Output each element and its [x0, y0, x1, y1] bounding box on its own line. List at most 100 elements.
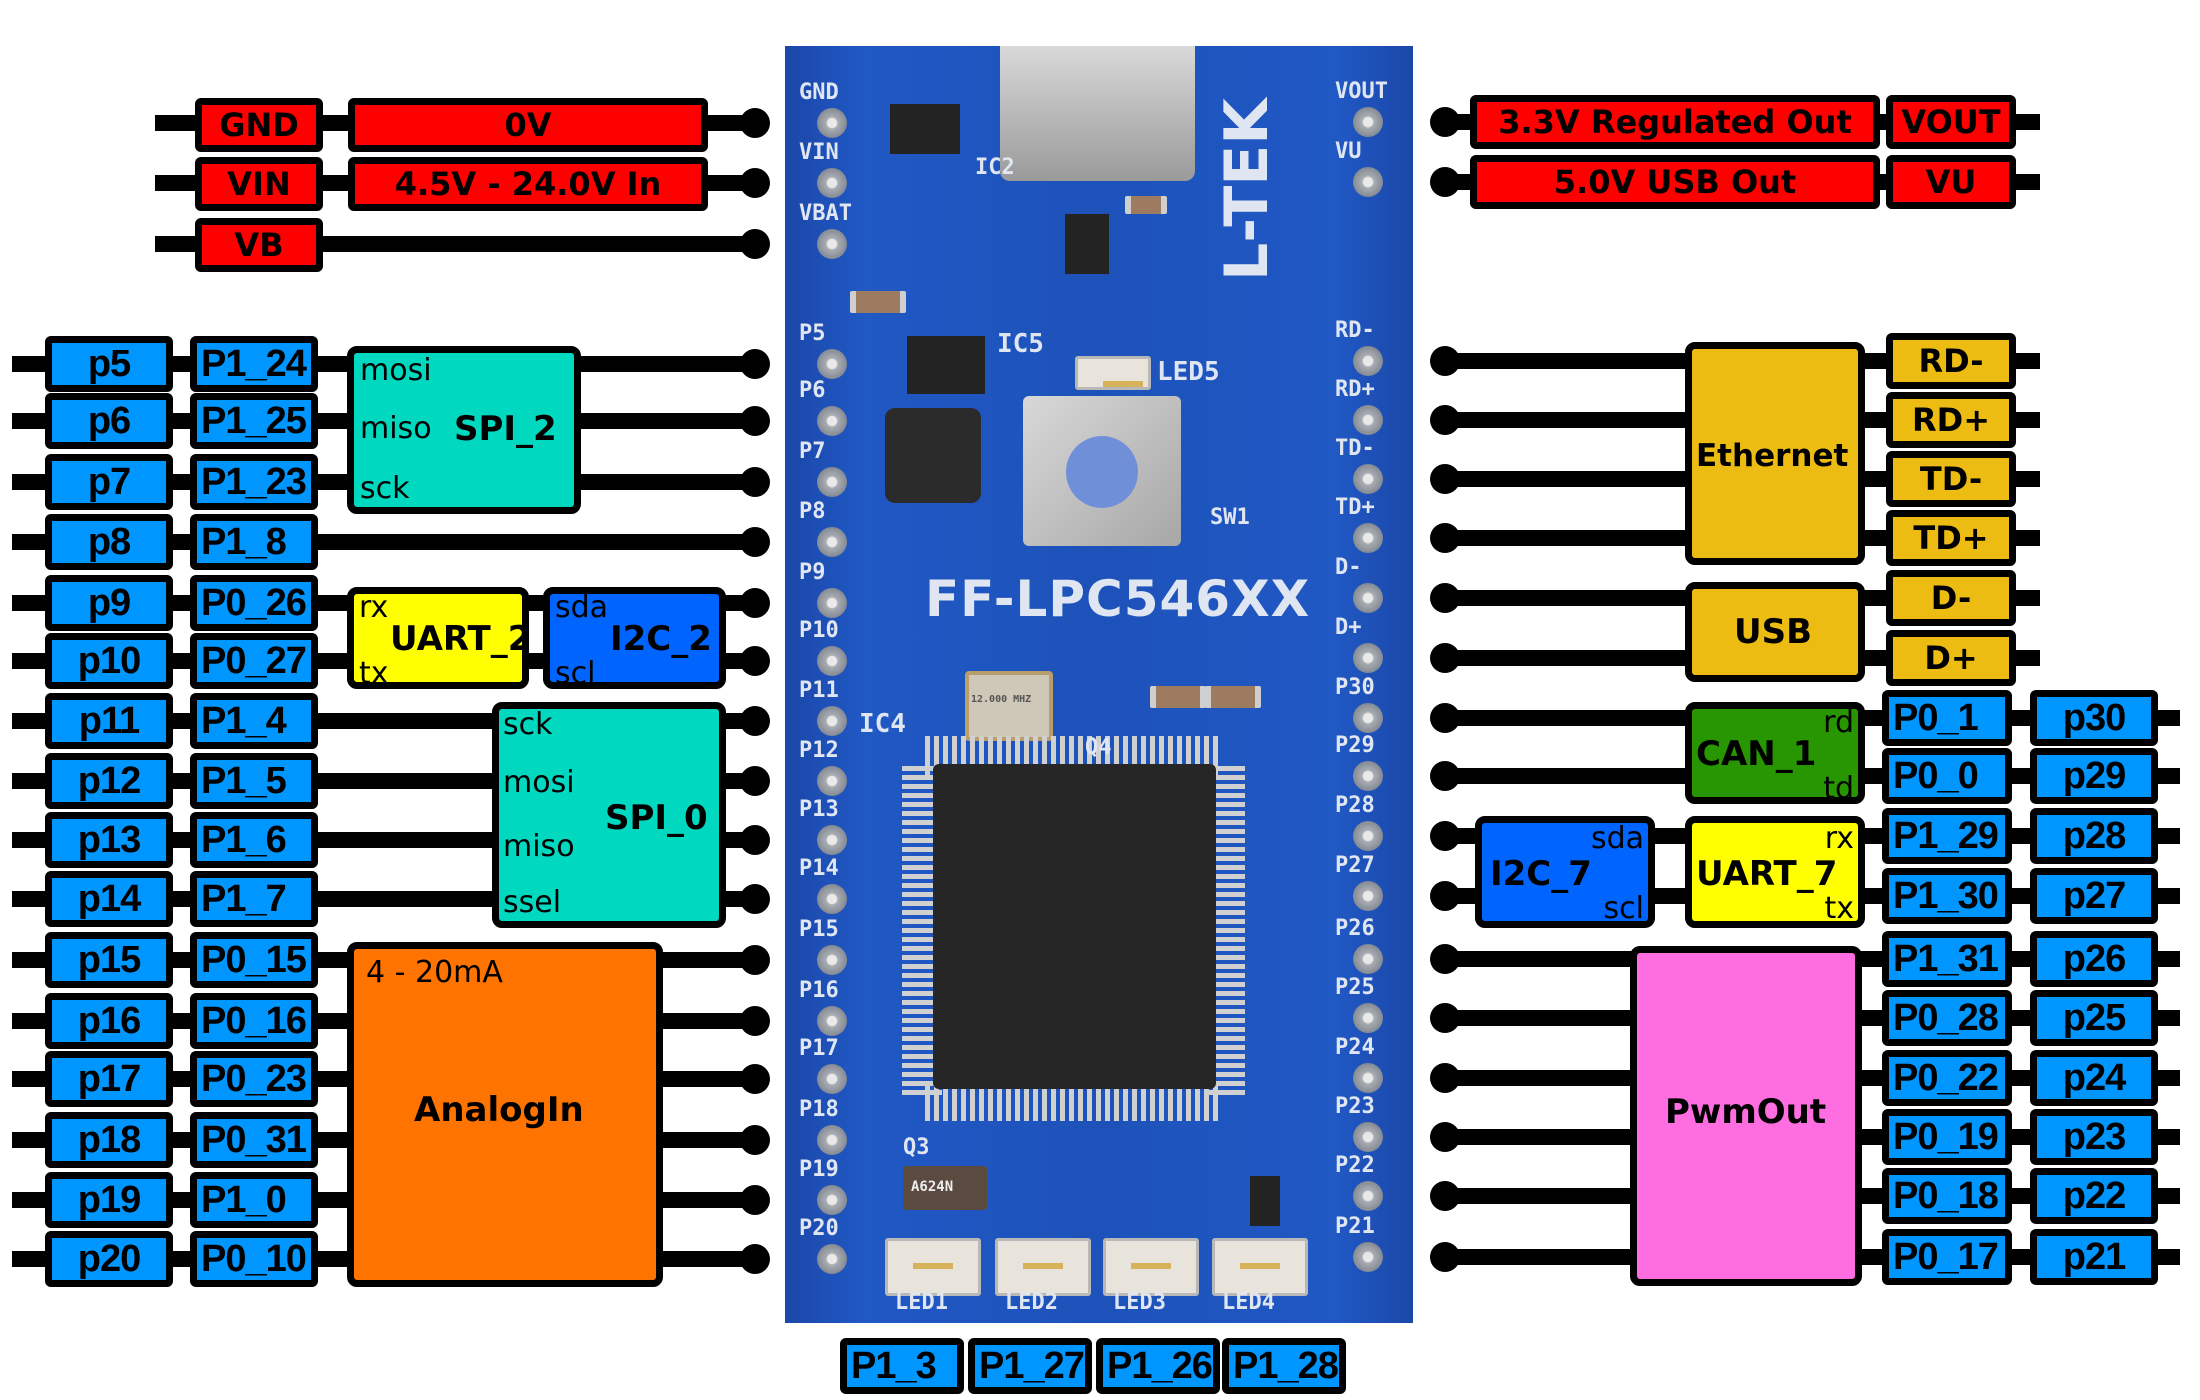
led5-part: [1075, 356, 1151, 390]
silk-pin-label: P14: [799, 856, 839, 881]
mbed-pin-label: p7: [45, 454, 173, 510]
pin-text: p8: [87, 520, 131, 563]
mbed-pin-label: p9: [45, 575, 173, 631]
pin-text: P1_29: [1893, 814, 1999, 857]
silk-pin-label: RD+: [1335, 377, 1375, 402]
pin-text: p21: [2062, 1235, 2126, 1278]
signal-mosi: mosi: [360, 353, 432, 388]
mbed-pin-label: p19: [45, 1172, 173, 1228]
header-pin-dot: [1430, 1181, 1460, 1211]
small-ic: [1250, 1176, 1280, 1226]
header-pin-dot: [1430, 944, 1460, 974]
mbed-pin-label: p11: [45, 693, 173, 749]
pin-text: P0_10: [201, 1237, 307, 1280]
analog-note: 4 - 20mA: [366, 955, 503, 990]
block-i2c7: sda I2C_7 scl: [1475, 816, 1655, 928]
pin-vin: VIN: [195, 157, 323, 211]
pin-text: P0_23: [201, 1057, 307, 1100]
pin-text: p17: [77, 1057, 141, 1100]
mbed-pin-label: p24: [2030, 1050, 2158, 1106]
header-pin-dot: [740, 706, 770, 736]
header-pin-dot: [740, 406, 770, 436]
mbed-pin-label: p5: [45, 336, 173, 392]
pin-vout: VOUT: [1886, 95, 2016, 149]
port-pin-label: P0_15: [190, 932, 318, 988]
header-pin-dot: [1430, 703, 1460, 733]
desc-0v: 0V: [348, 98, 708, 152]
block-uart2: rx UART_2 tx: [347, 587, 532, 690]
silk-q4: Q4: [1085, 735, 1112, 760]
header-pin-dot: [740, 168, 770, 198]
led-port-label: P1_26: [1096, 1338, 1220, 1394]
crystal-q3: [903, 1166, 987, 1210]
mbed-pin-label: p16: [45, 993, 173, 1049]
pin-text: p15: [77, 938, 141, 981]
mbed-pin-label: p10: [45, 633, 173, 689]
led1-part: [885, 1238, 981, 1296]
pin-vb: VB: [195, 218, 323, 272]
silk-pin-label: VIN: [799, 140, 839, 165]
pin-text: p28: [2062, 814, 2126, 857]
header-hole: [1353, 944, 1383, 974]
silk-pin-label: P10: [799, 618, 839, 643]
port-pin-label: P1_4: [190, 693, 318, 749]
pin-text: P0_27: [201, 639, 307, 682]
header-hole: [817, 108, 847, 138]
pin-text: P1_8: [201, 520, 287, 563]
silk-pin-label: D+: [1335, 615, 1362, 640]
silk-pin-label: VBAT: [799, 201, 852, 226]
signal-sda: sda: [1590, 821, 1644, 856]
port-pin-label: P1_29: [1882, 808, 2012, 864]
silk-pin-label: P28: [1335, 793, 1375, 818]
pin-text: p11: [78, 699, 140, 742]
silk-pin-label: P27: [1335, 853, 1375, 878]
transistor: [1065, 214, 1109, 274]
pin-text: p5: [87, 342, 131, 385]
pin-gnd: GND: [195, 98, 323, 152]
pin-text: p7: [87, 460, 131, 503]
mbed-pin-label: p30: [2030, 690, 2158, 746]
port-pin-label: P1_30: [1882, 868, 2012, 924]
port-pin-label: P0_22: [1882, 1050, 2012, 1106]
pin-text: p12: [77, 759, 141, 802]
silk-pin-label: P9: [799, 560, 826, 585]
header-hole: [817, 406, 847, 436]
silk-pin-label: P29: [1335, 733, 1375, 758]
block-can1: rd CAN_1 td: [1685, 702, 1865, 805]
block-title: UART_2: [390, 619, 532, 659]
pin-text: P1_0: [201, 1178, 287, 1221]
led4-part: [1212, 1238, 1308, 1296]
silk-pin-label: P22: [1335, 1153, 1375, 1178]
silk-pin-label: P11: [799, 678, 839, 703]
silk-pin-label: RD-: [1335, 318, 1375, 343]
port-pin-label: P0_0: [1882, 748, 2012, 804]
desc-vin: 4.5V - 24.0V In: [348, 157, 708, 211]
header-pin-dot: [1430, 1122, 1460, 1152]
header-hole: [817, 349, 847, 379]
port-pin-label: P1_7: [190, 871, 318, 927]
pin-description: 3.3V Regulated Out: [1498, 103, 1852, 141]
block-title: USB: [1734, 612, 1813, 652]
pin-label: VOUT: [1901, 103, 2001, 141]
pin-description: 4.5V - 24.0V In: [394, 165, 662, 203]
silk-sw1: SW1: [1210, 505, 1250, 530]
pin-d-plus: D+: [1886, 630, 2016, 686]
port-pin-label: P0_27: [190, 633, 318, 689]
led-port-label: P1_28: [1222, 1338, 1346, 1394]
silk-pin-label: P19: [799, 1157, 839, 1182]
block-usb: USB: [1685, 582, 1865, 682]
header-hole: [1353, 821, 1383, 851]
silk-led4: LED4: [1222, 1290, 1275, 1315]
silk-pin-label: P26: [1335, 916, 1375, 941]
pin-text: p30: [2062, 696, 2126, 739]
pin-text: P1_28: [1233, 1344, 1339, 1387]
header-pin-dot: [1430, 1063, 1460, 1093]
header-hole: [817, 1125, 847, 1155]
led3-part: [1103, 1238, 1199, 1296]
silk-led2: LED2: [1005, 1290, 1058, 1315]
pin-text: P1_7: [201, 877, 287, 920]
silk-pin-label: P6: [799, 378, 826, 403]
silk-pin-label: P17: [799, 1036, 839, 1061]
header-pin-dot: [740, 1125, 770, 1155]
pin-label: RD+: [1911, 401, 1990, 439]
